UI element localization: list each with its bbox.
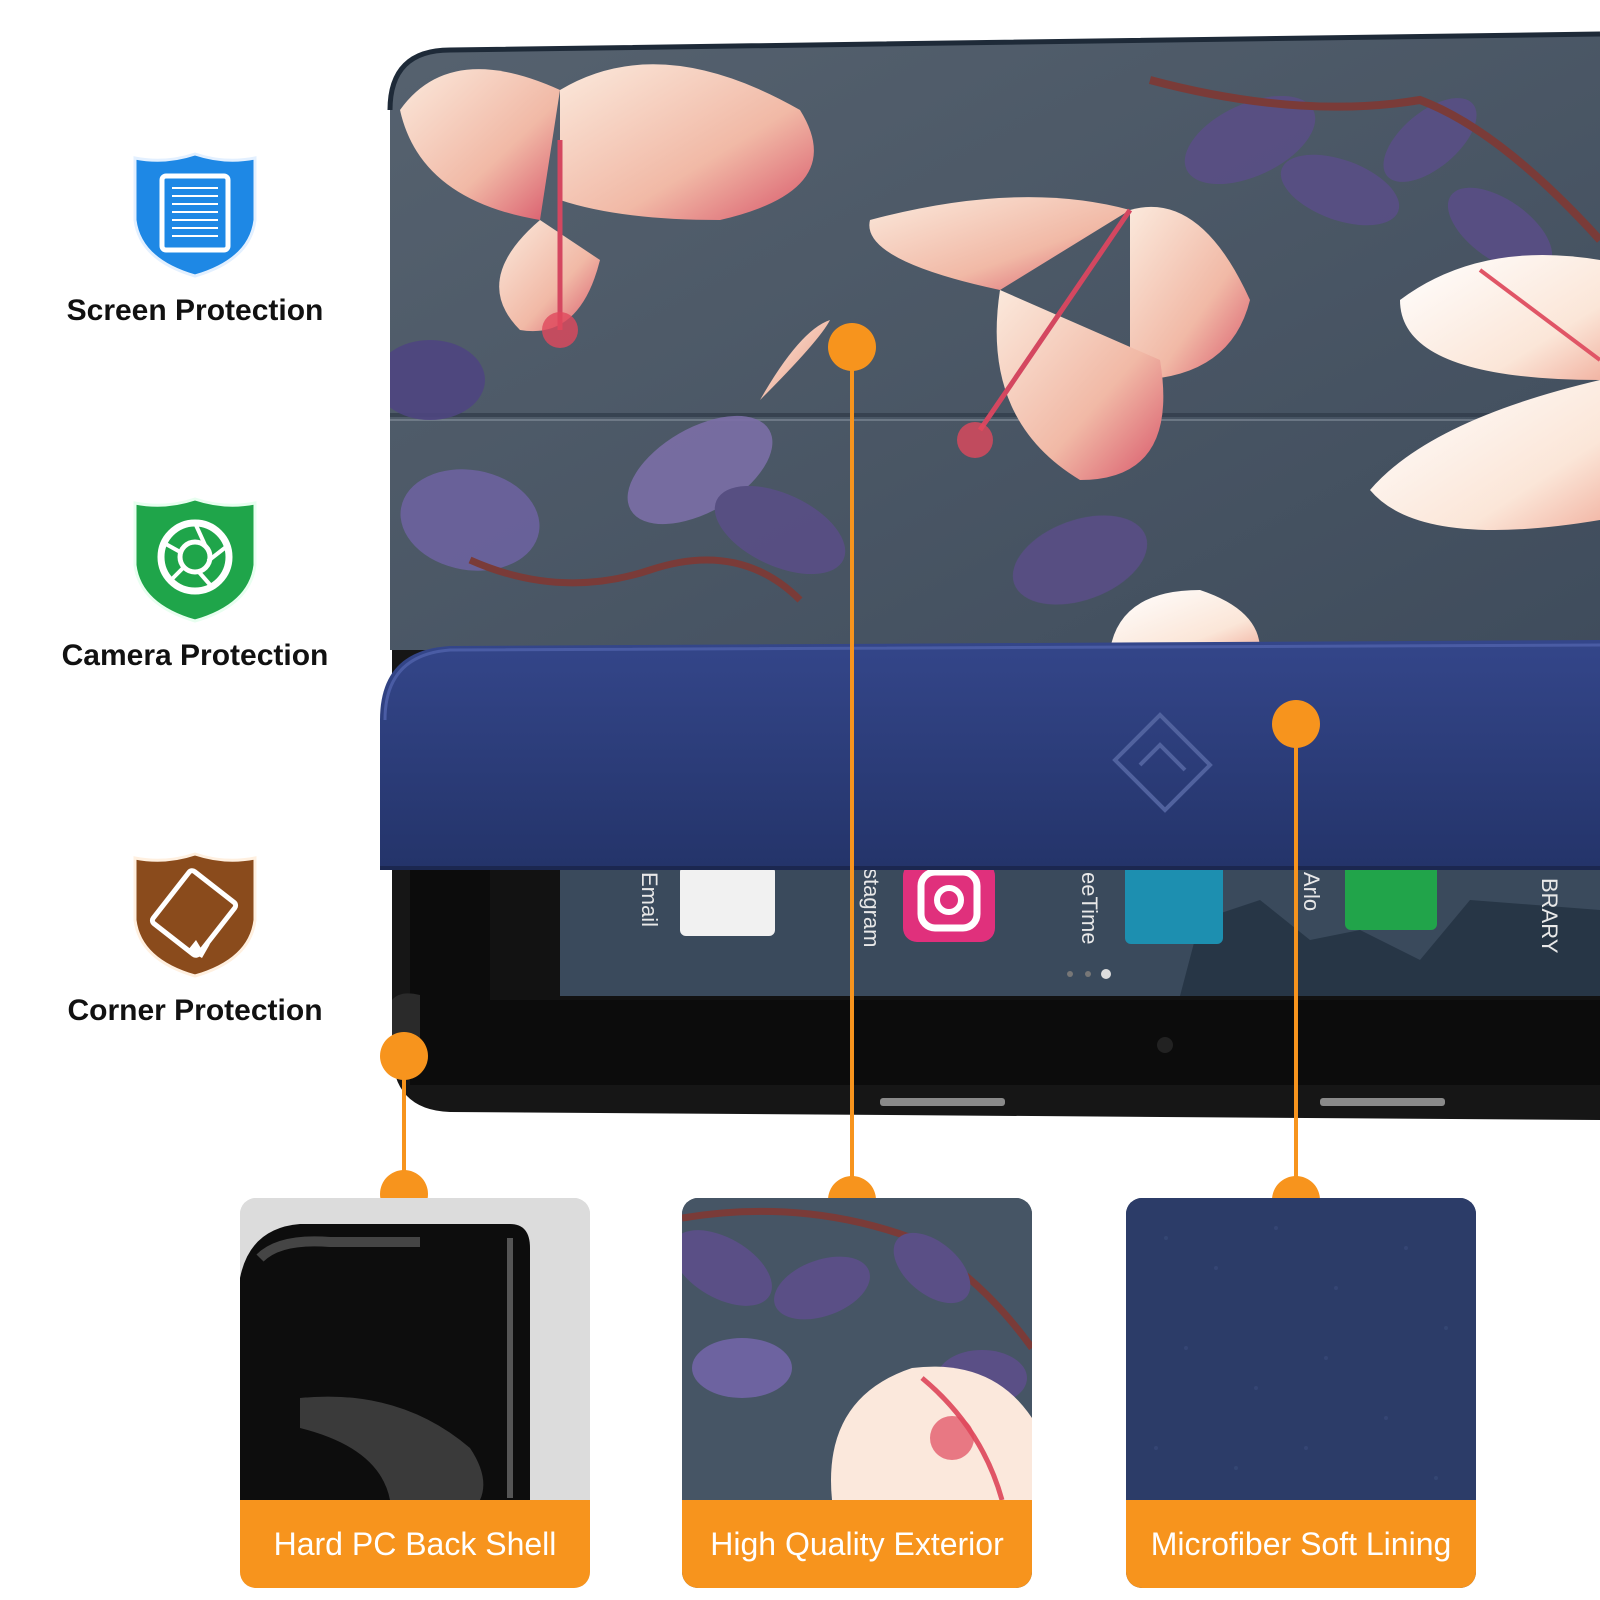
feature-camera-protection: Camera Protection: [30, 495, 360, 673]
card-microfiber-soft-lining: Microfiber Soft Lining: [1126, 1198, 1476, 1588]
hibiscus-flower: [869, 197, 1250, 480]
card-caption: Hard PC Back Shell: [240, 1500, 590, 1588]
app-label-instagram: stagram: [859, 868, 884, 947]
app-icon-email: [680, 866, 775, 936]
card-caption: High Quality Exterior: [682, 1500, 1032, 1588]
connector-dot-corner-top: [380, 1032, 428, 1080]
floral-closeup-image: [682, 1198, 1032, 1500]
feature-label: Camera Protection: [61, 639, 329, 672]
feature-corner-protection: Corner Protection: [30, 850, 360, 1028]
feature-screen-protection: Screen Protection: [30, 150, 360, 328]
hibiscus-flower: [1370, 255, 1600, 530]
microfiber-closeup-image: [1126, 1198, 1476, 1500]
connector-dot-lining-top: [1272, 700, 1320, 748]
app-label-freetime: eeTime: [1077, 872, 1102, 945]
navy-flap: [380, 640, 1600, 868]
app-label-library: BRARY: [1537, 878, 1562, 954]
card-hard-pc-back-shell: Hard PC Back Shell: [240, 1198, 590, 1588]
floral-print-cover: [390, 34, 1600, 650]
app-icon-freetime: [1125, 862, 1223, 944]
connector-line-exterior: [850, 350, 854, 1195]
brand-logo-icon: [1112, 712, 1213, 813]
shell-closeup-image: [240, 1198, 590, 1500]
connector-dot-exterior-top: [828, 323, 876, 371]
hibiscus-flower: [400, 64, 814, 348]
app-label-email: Email: [637, 872, 662, 927]
card-caption: Microfiber Soft Lining: [1126, 1500, 1476, 1588]
corner-shield-icon: [133, 852, 257, 978]
connector-line-corner: [402, 1060, 406, 1190]
screen-shield-icon: [133, 152, 257, 278]
connector-line-lining: [1294, 720, 1298, 1195]
feature-label: Corner Protection: [67, 994, 323, 1027]
camera-shield-icon: [133, 497, 257, 623]
card-high-quality-exterior: High Quality Exterior: [682, 1198, 1032, 1588]
feature-label: Screen Protection: [66, 294, 324, 327]
app-icon-arlo: [1345, 862, 1437, 930]
app-label-arlo: Arlo: [1299, 872, 1324, 911]
